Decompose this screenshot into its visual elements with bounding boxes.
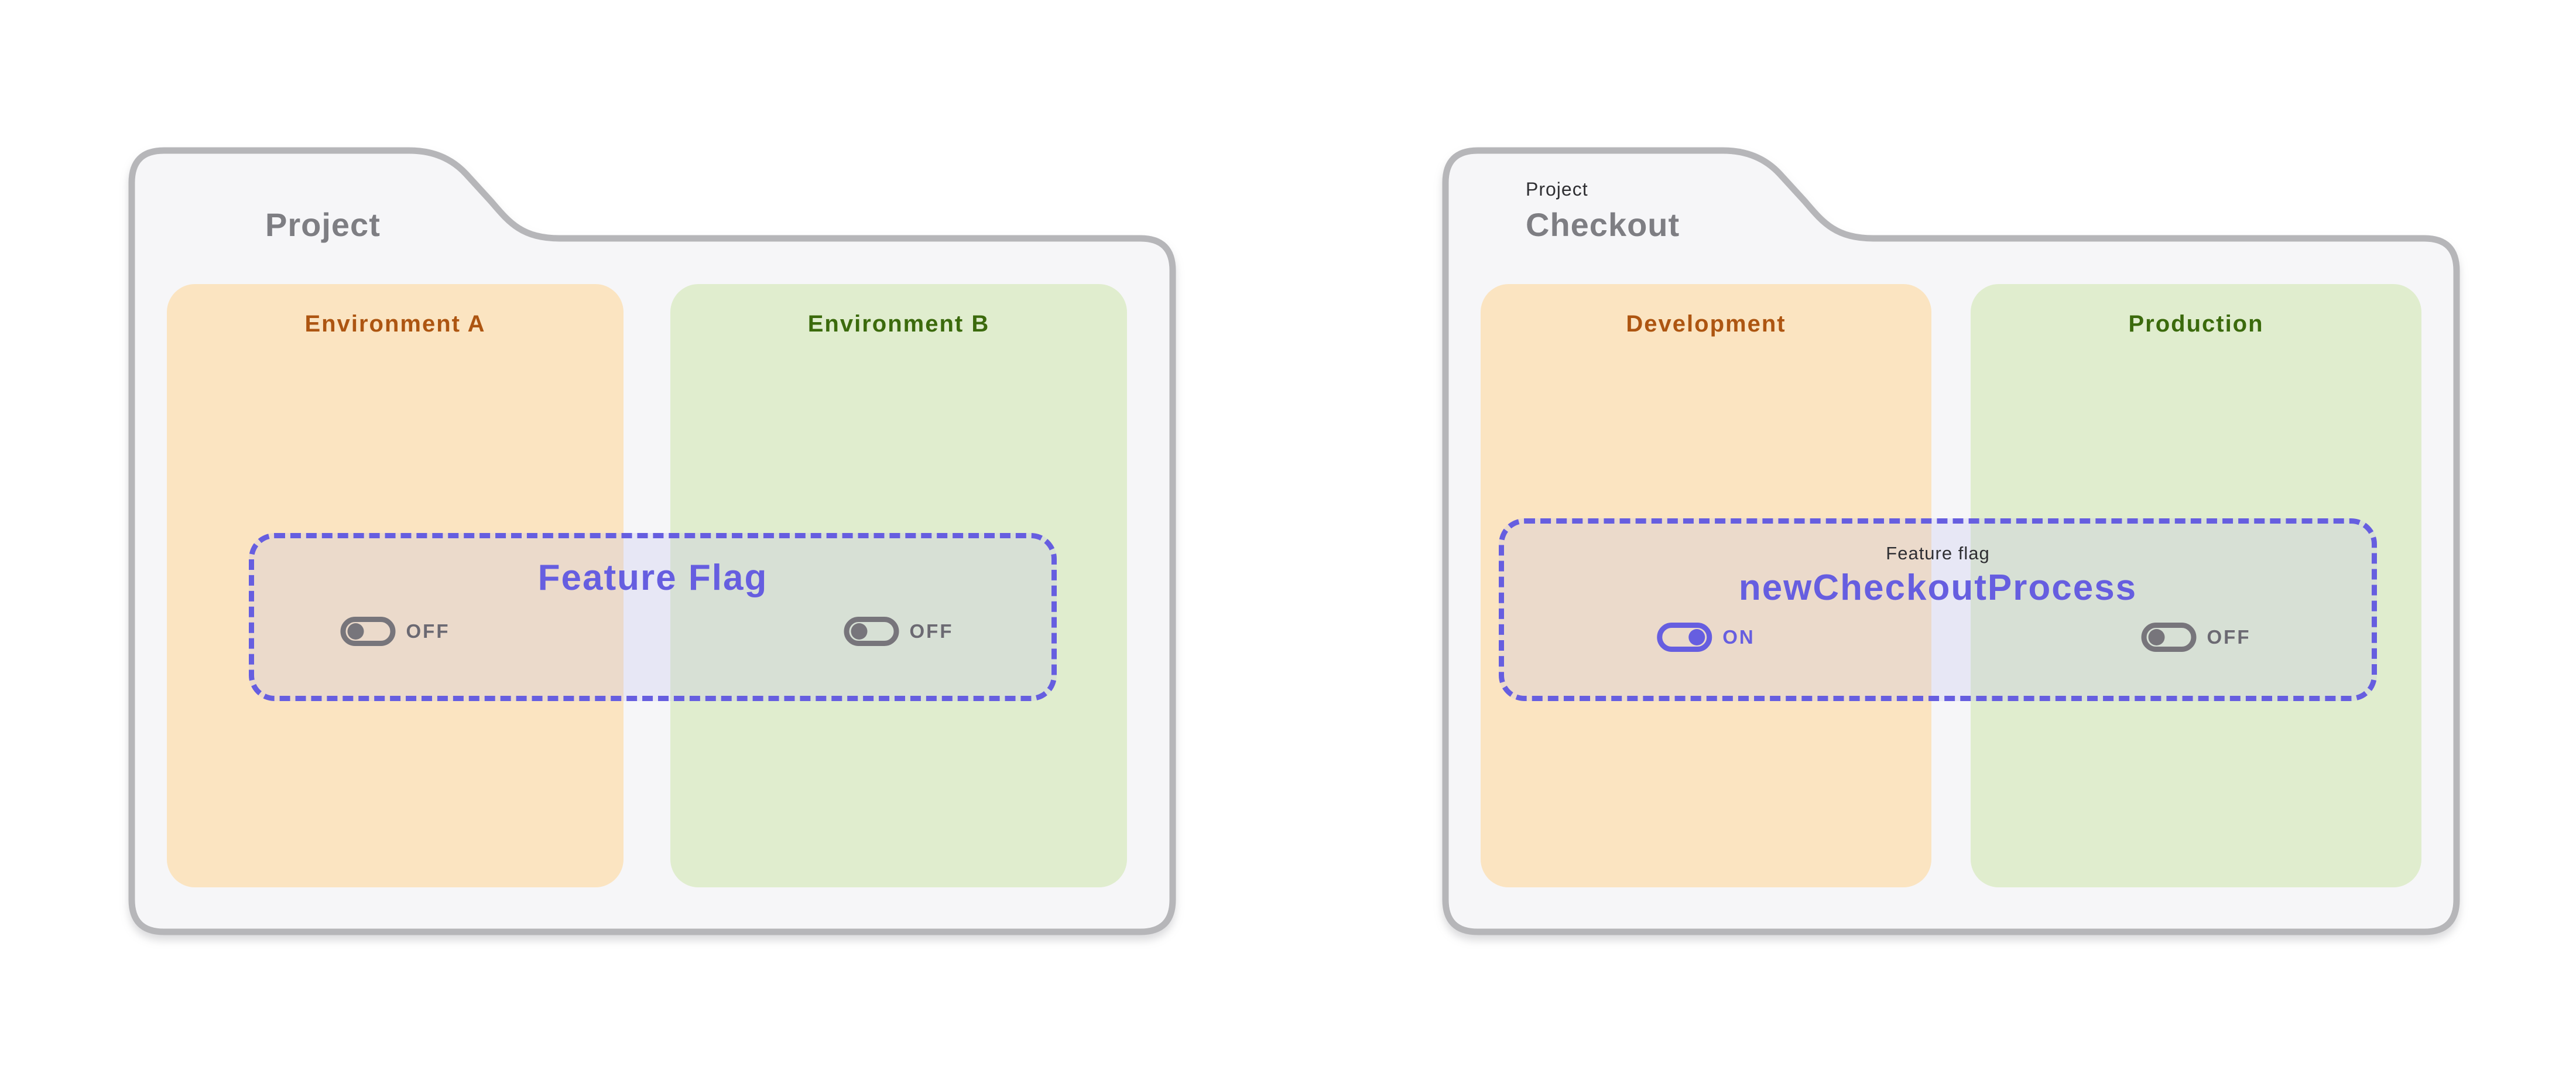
toggle-knob-icon [347, 623, 364, 640]
feature-flag-name: Feature Flag [537, 558, 768, 598]
toggle-switch[interactable] [340, 617, 396, 646]
toggle-switch[interactable] [1657, 623, 1712, 652]
folder-project-checkout: Project Checkout Development Production … [1442, 147, 2463, 938]
environment-panel-a: Environment A [167, 284, 624, 887]
environment-panel-production: Production [1971, 284, 2421, 887]
folder-project-generic: Project Environment A Environment B Feat… [128, 147, 1179, 938]
environment-label: Environment B [807, 311, 990, 337]
environment-label: Environment A [304, 311, 486, 337]
toggle-state-label: OFF [909, 620, 954, 642]
toggle-state-label: OFF [2207, 626, 2251, 648]
environment-label: Development [1626, 311, 1786, 337]
feature-flag-eyebrow: Feature flag [1886, 543, 1990, 563]
toggle-state-label: OFF [406, 620, 450, 642]
folder-tab-title: Project Checkout [1526, 177, 1680, 244]
feature-toggle-development[interactable]: ON [1657, 623, 1755, 652]
environment-panel-development: Development [1481, 284, 1931, 887]
feature-flag-name: newCheckoutProcess [1738, 568, 2137, 608]
toggle-state-label: ON [1722, 626, 1755, 648]
environment-label: Production [2128, 311, 2264, 337]
environment-panel-b: Environment B [670, 284, 1127, 887]
toggle-switch[interactable] [844, 617, 899, 646]
toggle-switch[interactable] [2141, 623, 2197, 652]
folder-title-label: Checkout [1526, 206, 1680, 243]
folder-tab-title: Project [265, 177, 381, 244]
folder-title-label: Project [265, 206, 381, 243]
toggle-knob-icon [1688, 629, 1705, 645]
folder-eyebrow-label: Project [1526, 179, 1588, 200]
feature-toggle-env-b[interactable]: OFF [844, 617, 954, 646]
folder-eyebrow-label [265, 177, 381, 206]
toggle-knob-icon [2148, 629, 2165, 645]
feature-flag-box: Feature flag newCheckoutProcess [1499, 518, 2377, 701]
feature-toggle-production[interactable]: OFF [2141, 623, 2251, 652]
toggle-knob-icon [851, 623, 868, 640]
feature-toggle-env-a[interactable]: OFF [340, 617, 450, 646]
